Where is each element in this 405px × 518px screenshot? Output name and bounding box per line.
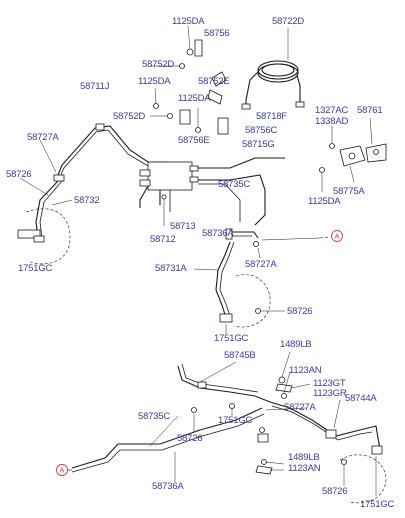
marker-a-lower-text: A xyxy=(60,468,65,475)
part-label: 1125DA xyxy=(138,76,171,87)
part-label: 58727A xyxy=(27,132,59,143)
part-label: 58722D xyxy=(272,16,305,27)
part-label: 58731A xyxy=(155,263,187,274)
part-label: 58736A xyxy=(152,481,184,492)
part-label: 58752D xyxy=(113,111,146,122)
part-label: 58735C xyxy=(138,411,171,422)
part-label: 58752E xyxy=(198,76,230,87)
reference-marker-a-lower: A xyxy=(56,464,68,476)
part-label: 1338AD xyxy=(315,116,349,127)
part-label: 58744A xyxy=(345,393,377,404)
part-label: 58718F xyxy=(256,111,288,122)
clip-bolt-group-top xyxy=(150,25,229,135)
front-left-brake-hose xyxy=(17,139,73,265)
part-label: 58726 xyxy=(177,433,203,444)
part-label: 1751GC xyxy=(18,263,53,274)
part-label: 58756 xyxy=(204,28,230,39)
part-label: 1489LB xyxy=(288,452,320,463)
part-label: 58732 xyxy=(74,195,100,206)
part-label: 58775A xyxy=(333,186,365,197)
part-label: 58756C xyxy=(245,125,278,136)
part-label: 58735C xyxy=(218,179,251,190)
part-label: 58711J xyxy=(80,81,110,92)
reference-marker-a-upper: A xyxy=(331,230,343,242)
part-label: 1125DA xyxy=(172,16,205,27)
part-label: 58745B xyxy=(224,350,256,361)
part-label: 58713 xyxy=(170,221,196,232)
part-label: 58727A xyxy=(245,259,277,270)
master-cylinder-tube-coil xyxy=(241,28,305,110)
part-label: 1751GC xyxy=(218,415,253,426)
part-label: 58736A xyxy=(202,228,234,239)
part-label: 1125DA xyxy=(178,93,211,104)
marker-a-upper-text: A xyxy=(335,234,340,241)
part-label: 58726 xyxy=(287,306,313,317)
part-label: 58761 xyxy=(357,105,383,116)
part-label: 1327AC xyxy=(315,105,349,116)
part-label: 58715G xyxy=(242,139,275,150)
part-label: 58752D xyxy=(142,59,175,70)
load-sensing-valve xyxy=(319,117,387,192)
part-label: 58726 xyxy=(322,486,348,497)
proportioning-valve-block xyxy=(139,157,285,226)
part-label: 1123AN xyxy=(288,463,321,474)
part-label: 1751GC xyxy=(214,333,249,344)
part-label: 58726 xyxy=(6,169,32,180)
part-label: 1125DA xyxy=(308,196,341,207)
part-label: 58712 xyxy=(150,234,176,245)
part-label: 1123AN xyxy=(289,365,322,376)
rear-brake-lines xyxy=(60,351,387,504)
part-label: 58756E xyxy=(178,135,210,146)
part-label: 58727A xyxy=(284,402,316,413)
part-label: 1123GT xyxy=(313,378,346,389)
part-label: 1123GR xyxy=(313,388,347,399)
part-label: 1489LB xyxy=(280,339,312,350)
part-label: 1751GC xyxy=(360,499,395,510)
front-right-brake-line xyxy=(193,228,331,334)
